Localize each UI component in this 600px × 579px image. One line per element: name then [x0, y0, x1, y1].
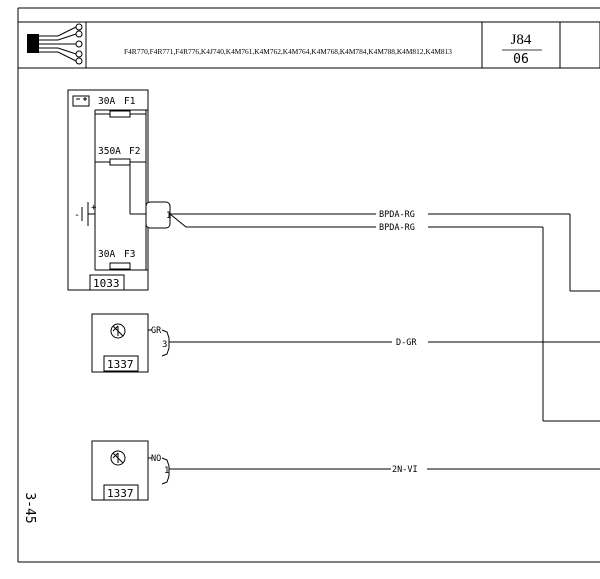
page-ref: 3-45: [22, 492, 37, 523]
connector-logo-icon: [27, 23, 83, 65]
wire-bpda-rg-1: [170, 213, 600, 292]
battery-plus: +: [91, 203, 97, 213]
fuse-box: [67, 89, 149, 291]
fuse-box-id: 1033: [93, 277, 120, 290]
fuse-f3-rating: 30A: [98, 249, 115, 260]
fuse-f3-name: F3: [124, 249, 135, 260]
component-1337-gr-color: GR: [151, 326, 162, 336]
component-1337-no-color: NO: [151, 454, 161, 464]
battery-symbol-icon: [81, 202, 95, 226]
title-block: [17, 21, 600, 69]
wire-bpda-rg-2: [169, 213, 600, 422]
wire-2n-vi-label: 2N-VI: [392, 465, 418, 475]
sensor-icon: [110, 323, 126, 339]
component-1337-no: [91, 440, 149, 501]
fuse-f2-name: F2: [129, 146, 140, 157]
battery-minus: -: [74, 210, 80, 221]
sensor-icon: [110, 450, 126, 466]
component-1337-gr: [91, 313, 149, 373]
sheet-code: J84: [511, 32, 532, 48]
component-1337-no-pin: 1: [164, 466, 169, 476]
wire-d-gr-label: D-GR: [396, 338, 417, 348]
component-1337-gr-pin: 3: [162, 340, 167, 350]
sheet-frame: [17, 7, 600, 563]
component-1337-no-id: 1337: [107, 487, 134, 500]
component-1337-gr-id: 1337: [107, 358, 134, 371]
fuse-box-pin: 1: [166, 211, 171, 221]
sheet-number: 06: [513, 52, 529, 67]
battery-icon: [72, 95, 90, 107]
wire-bpda-rg-1-label: BPDA-RG: [379, 210, 415, 220]
fuse-box-connector: [145, 201, 171, 229]
fuse-f1: 30A F1: [95, 96, 146, 118]
model-codes: F4R770,F4R771,F4R776,K4J740,K4M761,K4M76…: [124, 47, 452, 56]
fuse-f1-rating: 30A: [98, 96, 115, 107]
fuse-f2: 350A F2: [95, 146, 146, 166]
fuse-f3: 30A F3: [98, 249, 135, 270]
fuse-box-internal-wire: [129, 162, 146, 215]
wire-bpda-rg-2-label: BPDA-RG: [379, 223, 415, 233]
component-1337-no-connector: [148, 457, 170, 485]
fuse-f1-name: F1: [124, 96, 136, 107]
component-1337-gr-connector: [148, 329, 170, 357]
fuse-f2-rating: 350A: [98, 146, 121, 157]
